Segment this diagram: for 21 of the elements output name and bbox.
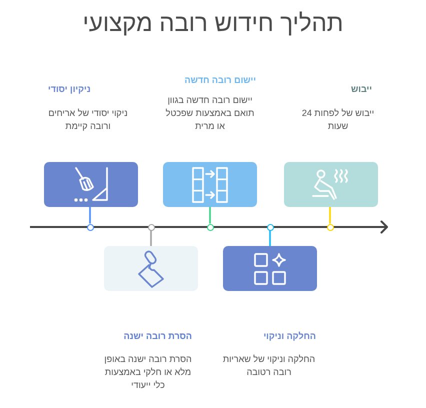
step-title: החלקה וניקוי [263,330,316,342]
timeline-dot [86,224,94,230]
diagram-title: תהליך חידוש רובה מקצועי [82,9,344,39]
step-description: ניקוי יסודי של אריחים ורובה קיימת [47,106,129,132]
step-description: הסרת רובה ישנה באופן מלא או חלקי באמצעות כלי ייעודי [103,352,193,392]
step-title: ניקיון יסודי [48,83,91,95]
connector-line [329,207,331,224]
step-title: הסרת רובה ישנה [124,330,192,342]
connector-line [89,207,91,224]
timeline-dot [148,224,154,230]
connector-line [209,207,211,224]
step-title: יישום רובה חדשה [184,74,256,86]
timeline-dot [206,224,214,230]
connector-line [269,230,271,246]
timeline-dot [266,224,274,230]
timeline-dot [326,224,334,230]
connector-line [150,230,152,246]
step-description: יישום רובה חדשה בגוון תואם באמצעות שפכטל או מרית [164,94,256,132]
step-title: ייבוש [351,83,372,95]
step-description: החלקה וניקוי של שאריות רובה רטובה [222,352,316,378]
step-description: ייבוש של לפחות 24 שעות [300,106,376,132]
